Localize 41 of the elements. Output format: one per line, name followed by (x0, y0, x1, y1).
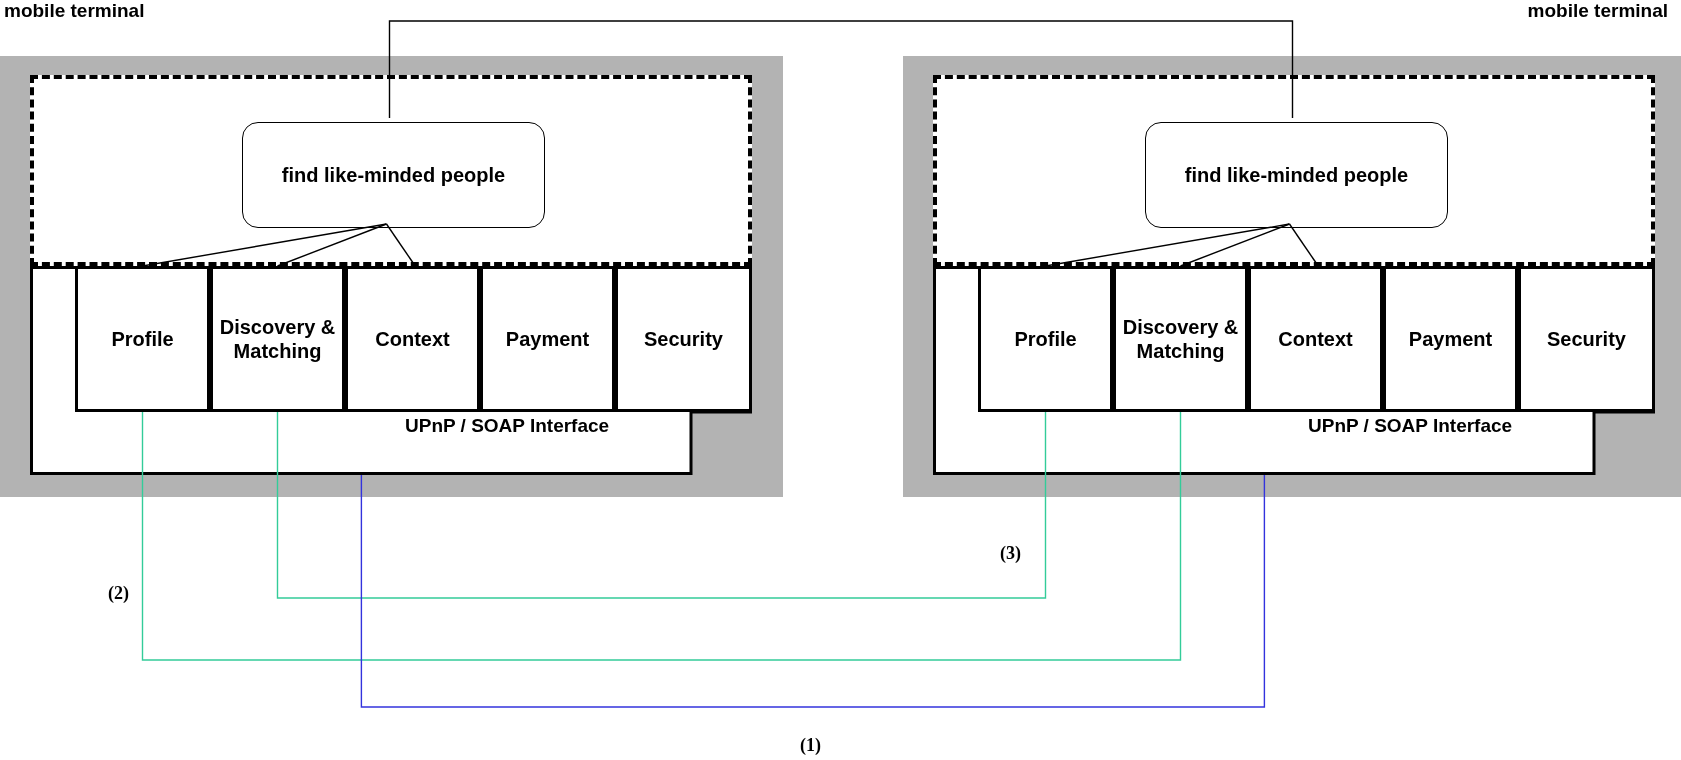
module-label: Context (1278, 327, 1353, 351)
function-label: find like-minded people (281, 163, 506, 187)
module-label: Security (644, 327, 723, 351)
dashed-frame (30, 75, 752, 266)
module-box (615, 266, 752, 412)
module-label: Payment (1408, 327, 1493, 351)
module-label: Context (375, 327, 450, 351)
connector-line (141, 411, 1182, 661)
interface-box (30, 266, 752, 475)
edge-label: (3) (1000, 543, 1021, 564)
terminal-heading: mobile terminal (1527, 0, 1668, 22)
edge-label: (2) (108, 583, 129, 604)
connector-line (276, 223, 388, 267)
module-label: Profile (111, 327, 174, 351)
module-box (1383, 266, 1518, 412)
module-label: Profile (1014, 327, 1077, 351)
module-box (1248, 266, 1383, 412)
connector-line (276, 411, 1047, 599)
module-box (210, 266, 345, 412)
function-label: find like-minded people (1184, 163, 1409, 187)
dashed-frame (933, 75, 1655, 266)
terminal-heading: mobile terminal (4, 0, 145, 22)
module-label: Discovery & Matching (1121, 315, 1240, 363)
edge-label: (1) (800, 735, 821, 756)
connector-line (360, 474, 1266, 708)
interface-label: UPnP / SOAP Interface (405, 415, 610, 437)
module-box (480, 266, 615, 412)
module-box (75, 266, 210, 412)
function-box (242, 122, 545, 228)
module-box (1113, 266, 1248, 412)
connector-line (1179, 223, 1291, 267)
module-label: Discovery & Matching (218, 315, 337, 363)
module-label: Security (1547, 327, 1626, 351)
interface-box (933, 266, 1655, 475)
connector-line (388, 20, 1294, 119)
module-box (1518, 266, 1655, 412)
interface-label: UPnP / SOAP Interface (1308, 415, 1513, 437)
module-box (345, 266, 480, 412)
module-box (978, 266, 1113, 412)
module-label: Payment (505, 327, 590, 351)
function-box (1145, 122, 1448, 228)
